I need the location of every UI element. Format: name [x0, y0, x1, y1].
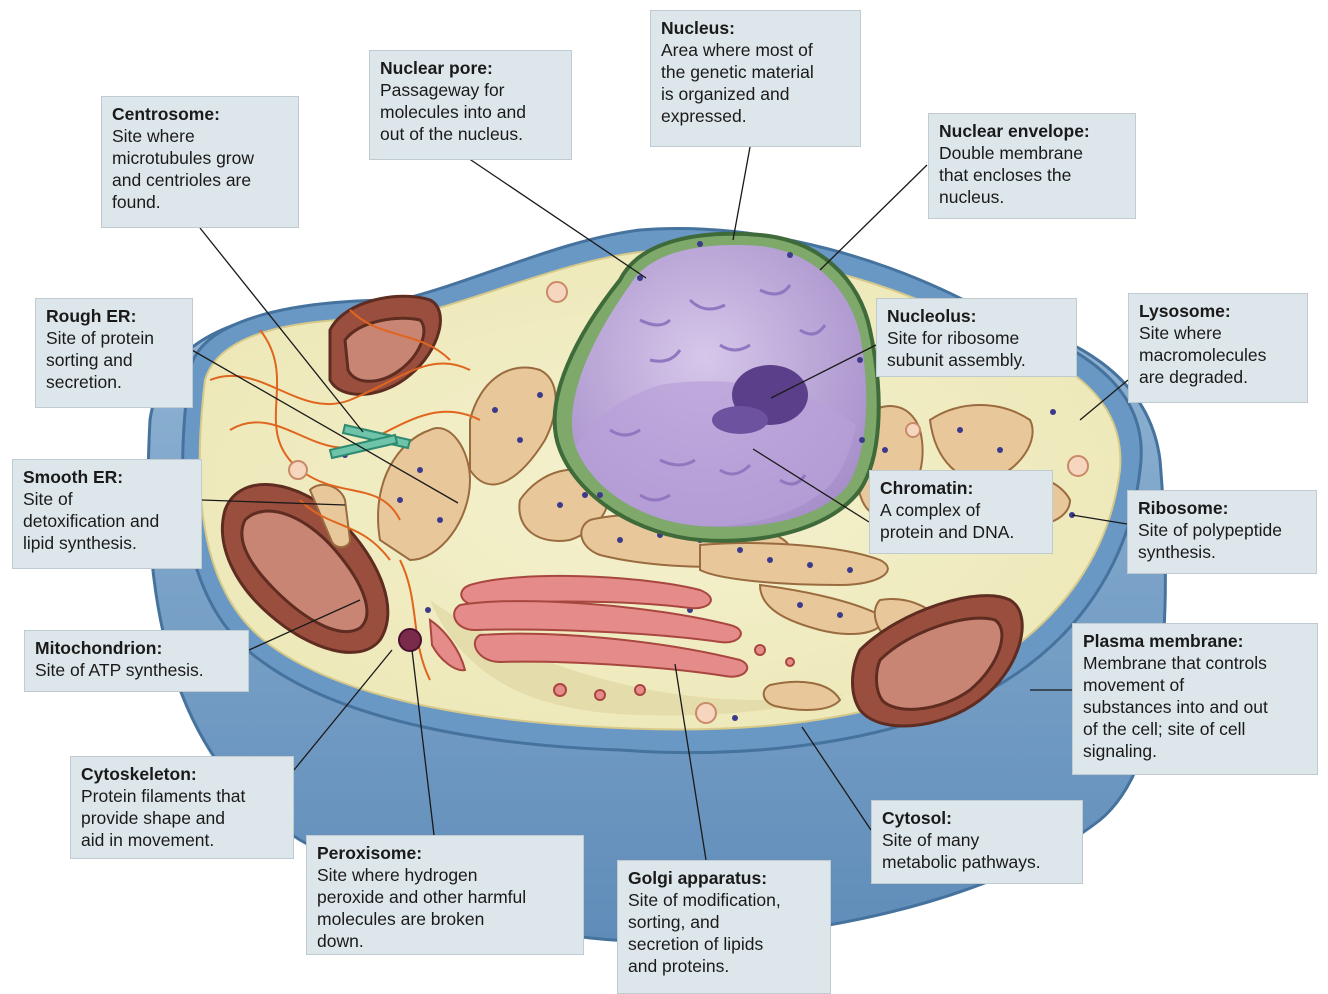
- nucleus-label-title: Nucleus:: [661, 17, 850, 39]
- nuclear-pore-label-description: Passageway for molecules into and out of…: [380, 79, 561, 145]
- mitochondrion-label-title: Mitochondrion:: [35, 637, 238, 659]
- peroxisome-label-description: Site where hydrogen peroxide and other h…: [317, 864, 573, 952]
- chromatin-label: Chromatin:A complex of protein and DNA.: [869, 470, 1053, 554]
- lysosome-label-title: Lysosome:: [1139, 300, 1297, 322]
- rough-er-label-title: Rough ER:: [46, 305, 182, 327]
- peroxisome-shape: [399, 629, 421, 651]
- ribosome-label: Ribosome:Site of polypeptide synthesis.: [1127, 490, 1317, 574]
- lysosome-label-description: Site where macromolecules are degraded.: [1139, 322, 1297, 388]
- golgi-apparatus-label-description: Site of modification, sorting, and secre…: [628, 889, 820, 977]
- nucleus-label-description: Area where most of the genetic material …: [661, 39, 850, 127]
- cytosol-label: Cytosol:Site of many metabolic pathways.: [871, 800, 1083, 884]
- rough-er-label-description: Site of protein sorting and secretion.: [46, 327, 182, 393]
- lysosome-label: Lysosome:Site where macromolecules are d…: [1128, 293, 1308, 403]
- nucleolus-label-description: Site for ribosome subunit assembly.: [887, 327, 1066, 371]
- centrosome-label-description: Site where microtubules grow and centrio…: [112, 125, 288, 213]
- nuclear-envelope-label-title: Nuclear envelope:: [939, 120, 1125, 142]
- centrosome-label: Centrosome:Site where microtubules grow …: [101, 96, 299, 228]
- peroxisome-label-title: Peroxisome:: [317, 842, 573, 864]
- nucleolus-label: Nucleolus:Site for ribosome subunit asse…: [876, 298, 1077, 377]
- nuclear-pore-label: Nuclear pore:Passageway for molecules in…: [369, 50, 572, 160]
- nuclear-pore-label-title: Nuclear pore:: [380, 57, 561, 79]
- ribosome-label-description: Site of polypeptide synthesis.: [1138, 519, 1306, 563]
- cytoskeleton-label: Cytoskeleton:Protein filaments that prov…: [70, 756, 294, 859]
- mitochondrion-label: Mitochondrion:Site of ATP synthesis.: [24, 630, 249, 692]
- ribosome-label-title: Ribosome:: [1138, 497, 1306, 519]
- centrosome-label-title: Centrosome:: [112, 103, 288, 125]
- smooth-er-label-description: Site of detoxification and lipid synthes…: [23, 488, 191, 554]
- peroxisome-label: Peroxisome:Site where hydrogen peroxide …: [306, 835, 584, 955]
- chromatin-label-title: Chromatin:: [880, 477, 1042, 499]
- smooth-er-label-title: Smooth ER:: [23, 466, 191, 488]
- cytoskeleton-label-description: Protein filaments that provide shape and…: [81, 785, 283, 851]
- nuclear-envelope-label: Nuclear envelope:Double membrane that en…: [928, 113, 1136, 219]
- rough-er-label: Rough ER:Site of protein sorting and sec…: [35, 298, 193, 408]
- golgi-apparatus-label-title: Golgi apparatus:: [628, 867, 820, 889]
- plasma-membrane-label: Plasma membrane:Membrane that controls m…: [1072, 623, 1318, 775]
- nuclear-envelope-leader-line: [820, 165, 927, 270]
- mitochondrion-label-description: Site of ATP synthesis.: [35, 659, 238, 681]
- nucleolus-label-title: Nucleolus:: [887, 305, 1066, 327]
- cytoskeleton-label-title: Cytoskeleton:: [81, 763, 283, 785]
- chromatin-label-description: A complex of protein and DNA.: [880, 499, 1042, 543]
- smooth-er-label: Smooth ER:Site of detoxification and lip…: [12, 459, 202, 569]
- plasma-membrane-label-description: Membrane that controls movement of subst…: [1083, 652, 1307, 762]
- nuclear-envelope-label-description: Double membrane that encloses the nucleu…: [939, 142, 1125, 208]
- cytosol-label-description: Site of many metabolic pathways.: [882, 829, 1072, 873]
- nucleus-leader-line: [733, 147, 750, 240]
- golgi-apparatus-label: Golgi apparatus:Site of modification, so…: [617, 860, 831, 994]
- nucleus-label: Nucleus:Area where most of the genetic m…: [650, 10, 861, 147]
- plasma-membrane-label-title: Plasma membrane:: [1083, 630, 1307, 652]
- cytosol-label-title: Cytosol:: [882, 807, 1072, 829]
